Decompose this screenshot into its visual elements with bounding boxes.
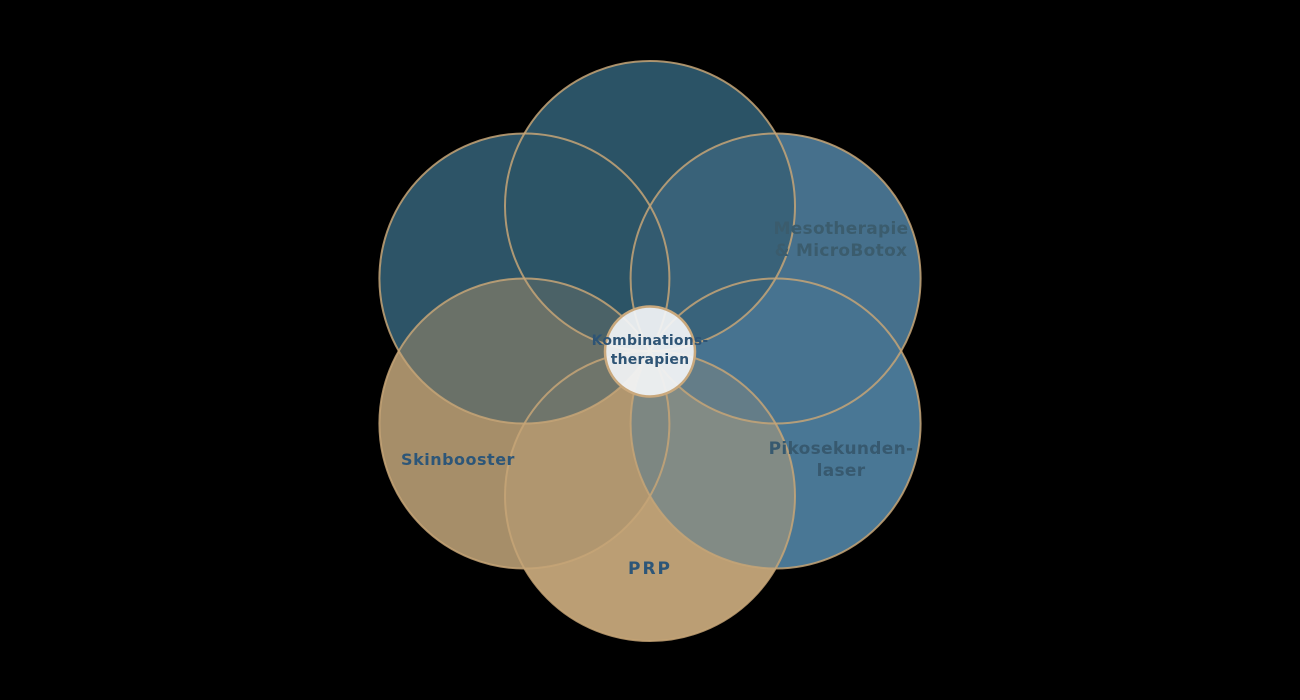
center-hub-circle-outline [603,305,697,398]
center-hub-circle [605,306,695,397]
circle-outlines [378,60,922,642]
